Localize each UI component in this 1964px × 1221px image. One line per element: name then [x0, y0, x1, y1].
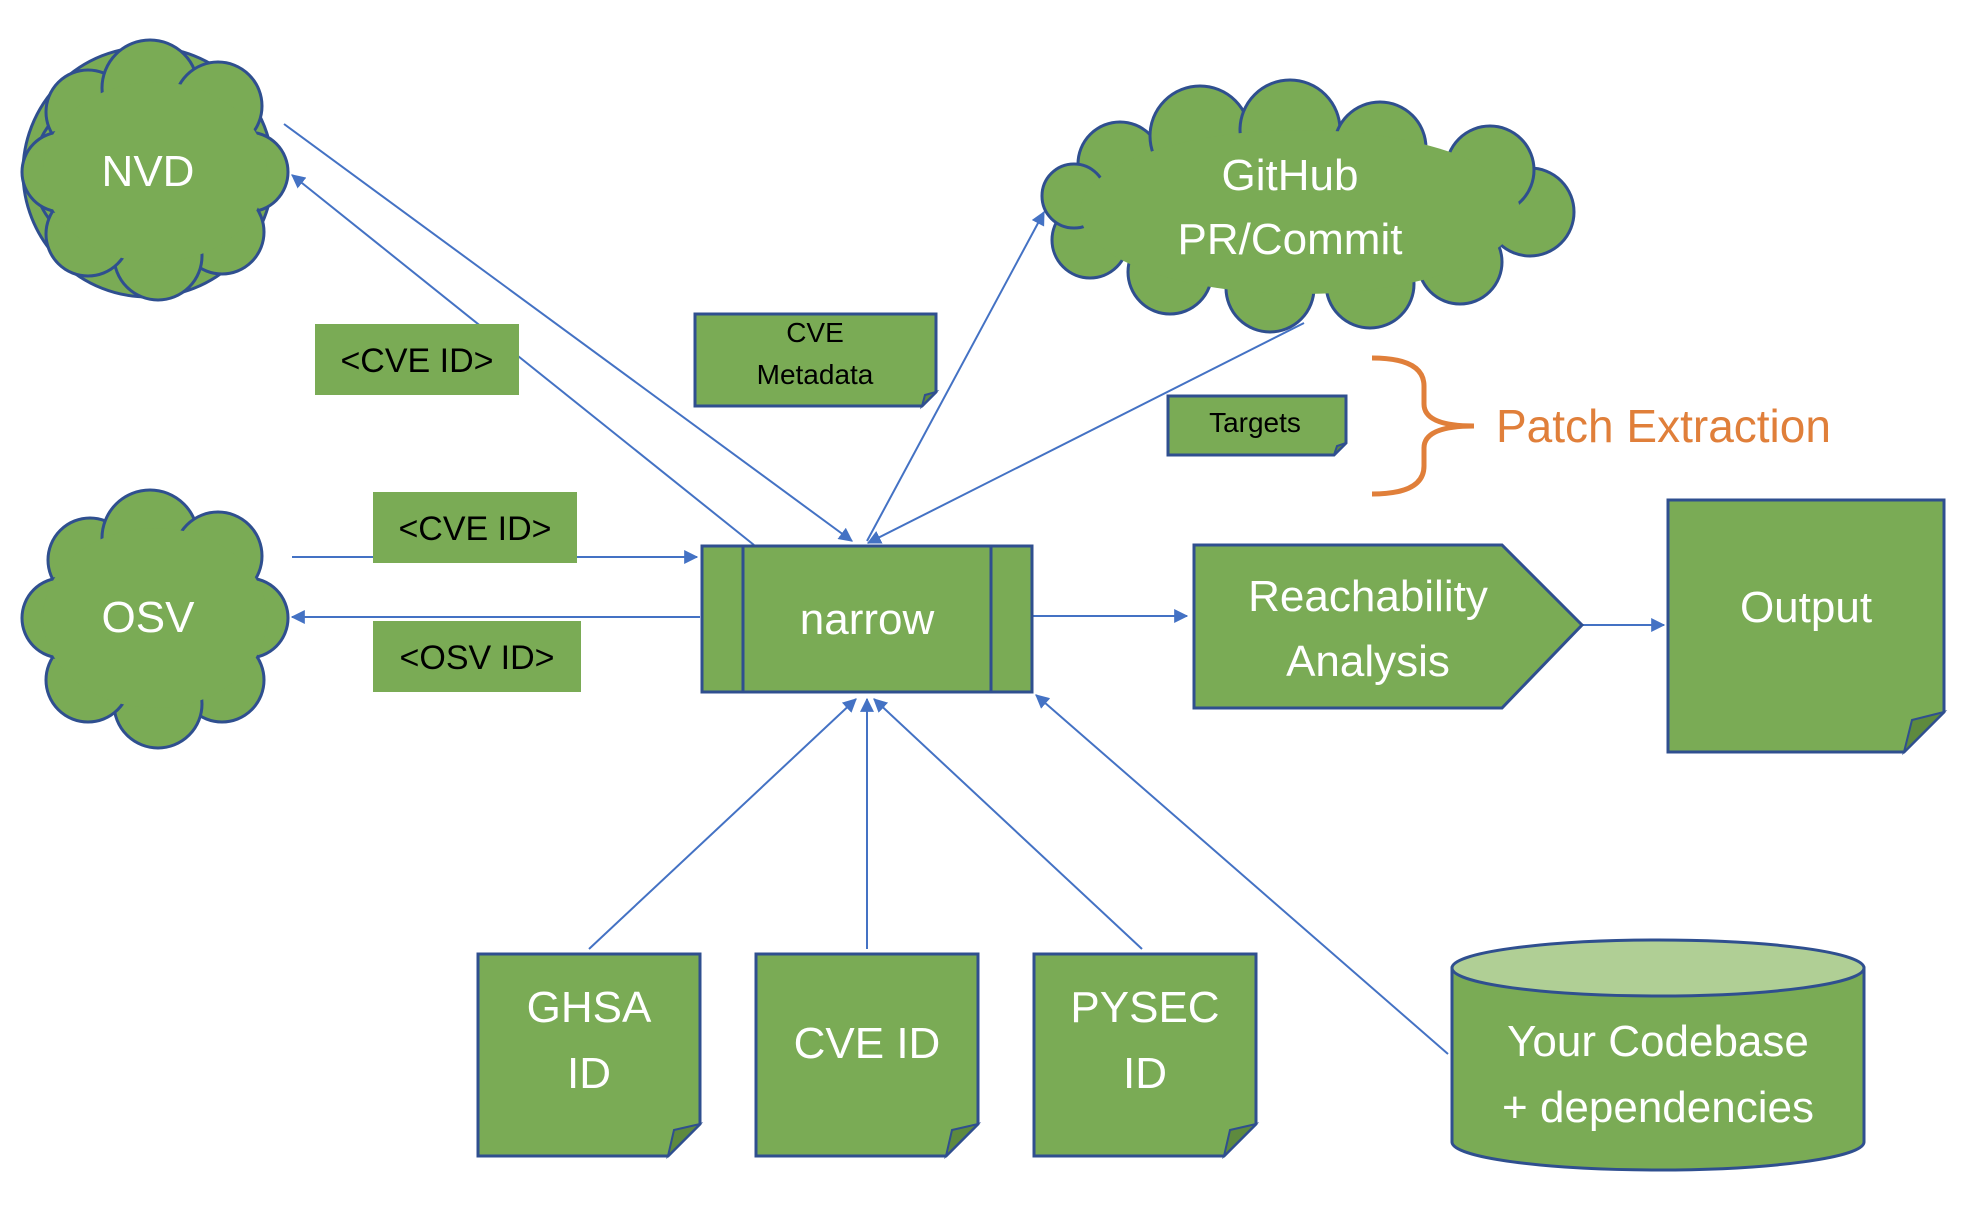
cve-id-osv-tag: <CVE ID> [373, 492, 577, 563]
cve-metadata-line2: Metadata [757, 359, 874, 390]
osv-cloud[interactable]: OSV [20, 488, 290, 750]
arrow-nvd-to-narrow [283, 123, 853, 542]
pysec-id-document[interactable]: PYSEC ID [1032, 952, 1260, 1160]
patch-extraction-label: Patch Extraction [1496, 400, 1831, 452]
arrow-codebase-to-narrow [1035, 694, 1449, 1055]
reachability-line2: Analysis [1286, 637, 1450, 686]
reachability-analysis[interactable]: Reachability Analysis [1192, 543, 1585, 710]
codebase-database[interactable]: Your Codebase + dependencies [1450, 938, 1866, 1172]
cve-id-nvd-tag: <CVE ID> [315, 324, 519, 395]
patch-extraction-brace: Patch Extraction [1371, 355, 1831, 497]
github-label-line2: PR/Commit [1178, 215, 1403, 264]
cve-id-osv-text: <CVE ID> [398, 510, 551, 548]
arrow-ghsa-to-narrow [588, 698, 857, 950]
output-document[interactable]: Output [1666, 498, 1948, 756]
cve-id-label: CVE ID [794, 1019, 941, 1068]
targets-text: Targets [1209, 407, 1301, 438]
cve-metadata-note: CVE Metadata [693, 312, 940, 410]
osv-id-text: <OSV ID> [400, 639, 555, 677]
codebase-line2: + dependencies [1502, 1083, 1814, 1132]
ghsa-line1: GHSA [527, 983, 652, 1032]
cve-metadata-line1: CVE [786, 317, 844, 348]
connectors [283, 123, 1666, 1055]
arrow-narrow-to-nvd [291, 174, 755, 546]
reachability-line1: Reachability [1248, 572, 1488, 621]
github-label-line1: GitHub [1222, 151, 1359, 200]
codebase-line1: Your Codebase [1507, 1017, 1809, 1066]
cve-id-nvd-text: <CVE ID> [340, 342, 493, 380]
arrow-pysec-to-narrow [873, 698, 1143, 950]
pysec-line1: PYSEC [1070, 983, 1219, 1032]
narrow-label: narrow [800, 595, 935, 644]
ghsa-id-document[interactable]: GHSA ID [476, 952, 704, 1160]
output-label: Output [1740, 583, 1872, 632]
cve-id-document[interactable]: CVE ID [754, 952, 982, 1160]
github-cloud[interactable]: GitHub PR/Commit [1040, 78, 1576, 334]
ghsa-line2: ID [567, 1049, 611, 1098]
pysec-line2: ID [1123, 1049, 1167, 1098]
osv-label: OSV [102, 593, 196, 642]
nvd-cloud[interactable]: NVD [20, 38, 290, 302]
targets-note: Targets [1166, 394, 1348, 457]
narrow-process[interactable]: narrow [700, 544, 1034, 694]
arrow-github-to-narrow [866, 322, 1305, 544]
arrow-narrow-to-github [866, 210, 1045, 542]
osv-id-tag: <OSV ID> [373, 621, 581, 692]
nvd-label: NVD [102, 147, 195, 196]
